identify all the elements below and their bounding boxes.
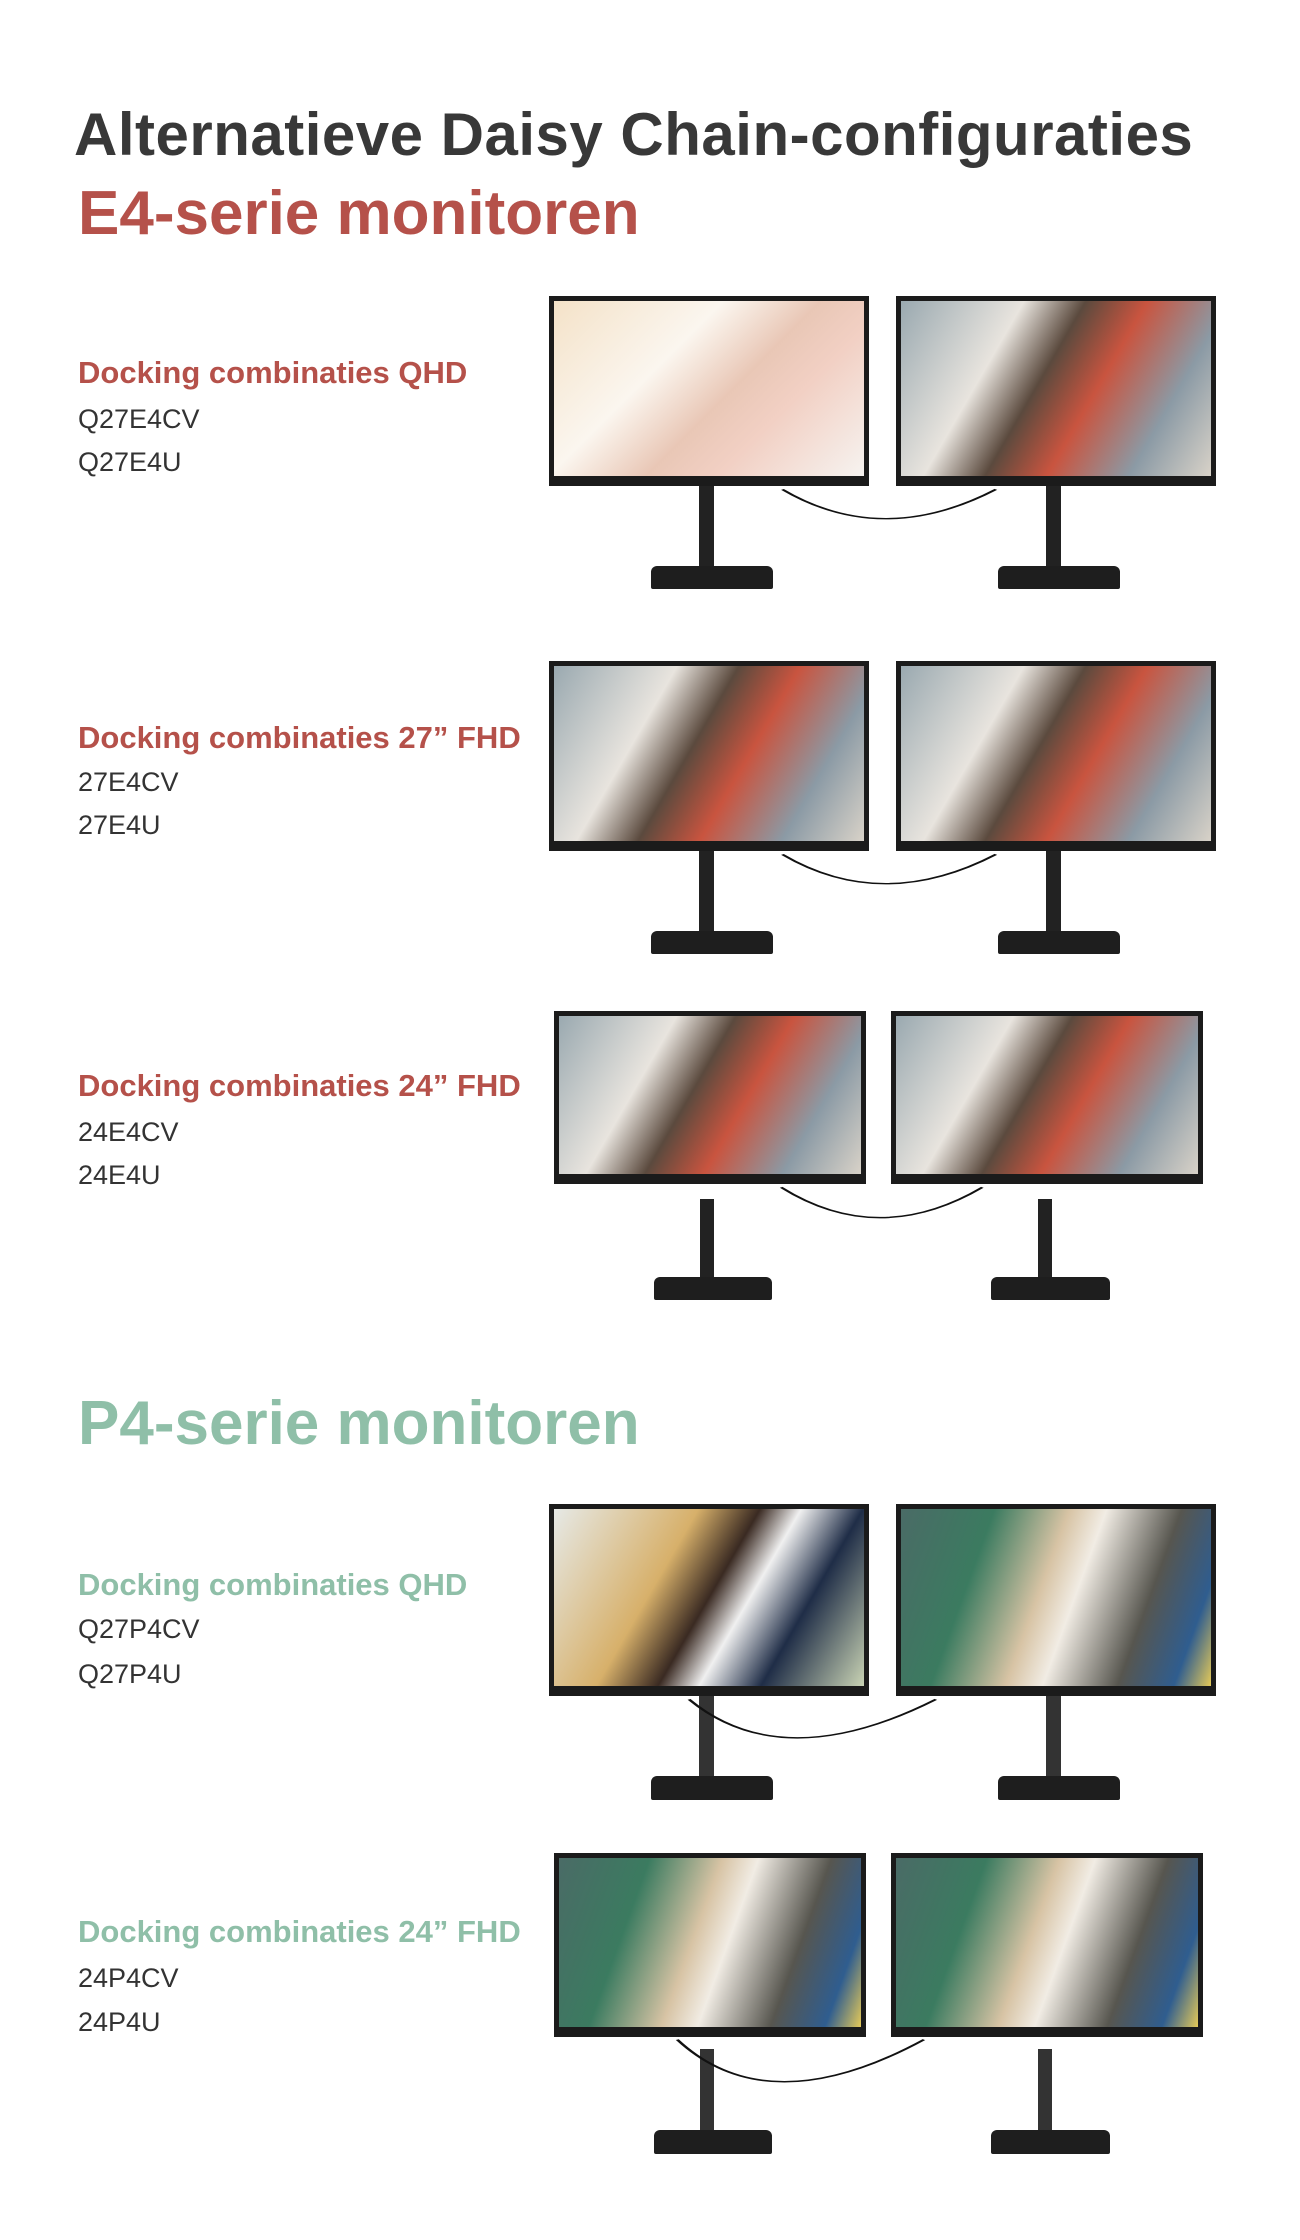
monitor — [549, 1504, 870, 1800]
monitor — [891, 1853, 1203, 2154]
model-name: 24P4CV — [78, 1963, 179, 1993]
monitor — [549, 296, 870, 589]
daisy-chain-cable — [687, 1698, 938, 1739]
page-title: Alternatieve Daisy Chain-configuraties — [74, 101, 1194, 168]
monitor-pair-image — [549, 661, 1216, 954]
monitor-pair-image — [549, 1504, 1216, 1800]
row-label: Docking combinaties 27” FHD — [78, 720, 521, 755]
monitor-pair-image — [549, 296, 1216, 589]
monitor — [895, 1504, 1216, 1800]
monitor — [549, 661, 870, 954]
monitor-pair-image — [554, 1853, 1203, 2154]
row-label: Docking combinaties QHD — [78, 355, 468, 390]
model-name: 27E4CV — [78, 767, 179, 797]
daisy-chain-cable — [675, 2039, 926, 2083]
model-name: 24E4CV — [78, 1117, 179, 1147]
model-name: 27E4U — [78, 810, 161, 840]
monitor — [895, 296, 1216, 589]
row-label: Docking combinaties 24” FHD — [78, 1914, 521, 1949]
daisy-chain-cable — [781, 488, 998, 520]
model-name: Q27E4CV — [78, 404, 200, 434]
model-name: Q27E4U — [78, 447, 182, 477]
row-label: Docking combinaties QHD — [78, 1567, 468, 1602]
row-label: Docking combinaties 24” FHD — [78, 1068, 521, 1103]
model-name: Q27P4CV — [78, 1614, 200, 1644]
monitor-pair-image — [554, 1011, 1203, 1300]
monitor — [554, 1853, 866, 2154]
monitor — [895, 661, 1216, 954]
daisy-chain-cable — [779, 1186, 984, 1219]
model-name: 24P4U — [78, 2007, 161, 2037]
p4-series-heading: P4-serie monitoren — [78, 1389, 640, 1458]
e4-series-heading: E4-serie monitoren — [78, 179, 640, 248]
daisy-chain-cable — [781, 853, 998, 885]
monitor — [891, 1011, 1203, 1300]
model-name: Q27P4U — [78, 1659, 182, 1689]
monitor — [554, 1011, 866, 1300]
model-name: 24E4U — [78, 1160, 161, 1190]
